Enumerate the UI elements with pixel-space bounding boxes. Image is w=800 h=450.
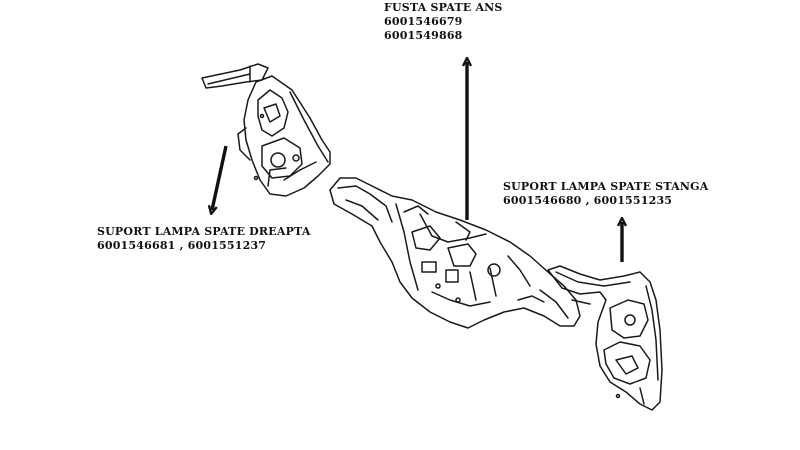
label-left-codes: 6001546681 , 6001551237 <box>97 239 267 252</box>
arrow-down-left <box>212 145 228 210</box>
label-top-title: FUSTA SPATE ANS <box>384 1 503 14</box>
right-bracket-part <box>547 265 663 411</box>
rear-panel-part <box>329 177 581 329</box>
label-suport-lampa-stanga: SUPORT LAMPA SPATE STANGA 6001546680 , 6… <box>503 180 708 208</box>
label-right-title: SUPORT LAMPA SPATE STANGA <box>503 180 709 193</box>
left-bracket-part <box>201 63 331 197</box>
label-fusta-spate-ans: FUSTA SPATE ANS 6001546679 6001549868 <box>384 1 503 43</box>
label-top-code-2: 6001549868 <box>384 29 463 42</box>
label-left-title: SUPORT LAMPA SPATE DREAPTA <box>97 225 311 238</box>
label-top-code-1: 6001546679 <box>384 15 463 28</box>
label-suport-lampa-dreapta: SUPORT LAMPA SPATE DREAPTA 6001546681 , … <box>97 225 311 253</box>
label-right-codes: 6001546680 , 6001551235 <box>503 194 673 207</box>
